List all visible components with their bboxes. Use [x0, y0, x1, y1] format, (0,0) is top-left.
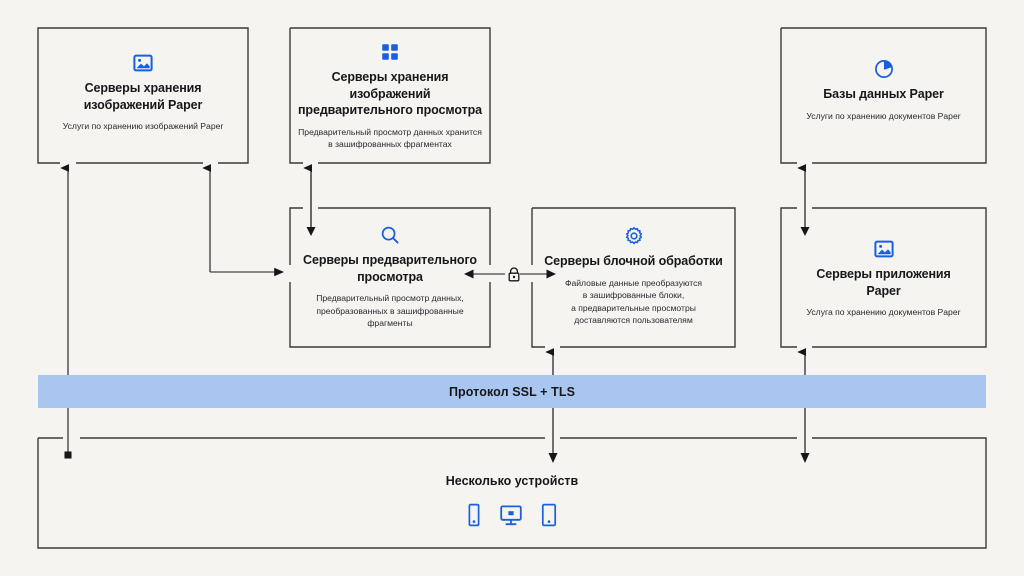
desktop-icon: [499, 503, 523, 527]
devices-title: Несколько устройств: [445, 474, 579, 488]
node-description: Предварительный просмотр данных хранится…: [290, 126, 490, 151]
node-title: Серверы предварительного просмотра: [290, 252, 490, 285]
node-title: Базы данных Paper: [781, 86, 986, 103]
gear-icon: [532, 226, 735, 246]
title-line: просмотра: [357, 269, 423, 284]
desc-line: доставляются пользователям: [574, 314, 693, 325]
node-preview-servers[interactable]: Серверы предварительного просмотра Предв…: [290, 208, 490, 347]
pie-chart-icon: [781, 59, 986, 79]
title-line: предварительного просмотра: [297, 103, 483, 118]
ssl-tls-band: Протокол SSL + TLS: [38, 375, 986, 408]
node-title: Серверы хранения изображений Paper: [38, 80, 248, 113]
lock-icon: [506, 266, 522, 283]
node-description: Услуги по хранению изображений Paper: [38, 120, 248, 132]
node-image-storage-servers[interactable]: Серверы хранения изображений Paper Услуг…: [38, 28, 248, 163]
node-title: Серверы хранения изображений предварител…: [290, 69, 490, 119]
title-line: Серверы хранения: [331, 70, 449, 84]
node-title: Серверы блочной обработки: [532, 253, 735, 270]
title-line: изображений: [349, 86, 431, 101]
desc-line: в зашифрованные блоки,: [582, 290, 685, 301]
desc-line: Услуги по хранению изображений Paper: [62, 121, 224, 132]
desc-line: Предварительный просмотр данных,: [316, 293, 464, 304]
title-line: Базы данных Paper: [823, 87, 944, 101]
grid-icon: [290, 42, 490, 62]
node-paper-application-servers[interactable]: Серверы приложения Paper Услуга по хране…: [781, 208, 986, 347]
node-description: Файловые данные преобразуются в зашифров…: [532, 277, 735, 327]
desc-line: фрагменты: [367, 318, 413, 329]
title-line: Серверы предварительного: [303, 253, 477, 267]
title-line: Серверы хранения: [84, 81, 202, 95]
node-description: Услуги по хранению документов Paper: [781, 110, 986, 122]
desc-line: а предварительные просмотры: [571, 302, 696, 313]
node-description: Услуга по хранению документов Paper: [781, 306, 986, 318]
title-line: изображений Paper: [83, 97, 203, 112]
tablet-icon: [540, 503, 558, 527]
node-block-processing-servers[interactable]: Серверы блочной обработки Файловые данны…: [532, 208, 735, 347]
phone-icon: [466, 503, 482, 527]
desc-line: Файловые данные преобразуются: [564, 277, 703, 288]
desc-line: Услуга по хранению документов Paper: [806, 307, 961, 318]
image-icon: [38, 53, 248, 73]
node-paper-databases[interactable]: Базы данных Paper Услуги по хранению док…: [781, 28, 986, 163]
desc-line: Предварительный просмотр данных хранится: [298, 126, 482, 137]
devices-row: [0, 503, 1024, 527]
node-preview-image-storage-servers[interactable]: Серверы хранения изображений предварител…: [290, 28, 490, 163]
search-icon: [290, 225, 490, 245]
title-line: Серверы блочной обработки: [544, 254, 723, 268]
title-line: Серверы приложения: [816, 267, 951, 281]
node-title: Серверы приложения Paper: [781, 266, 986, 299]
desc-line: Услуги по хранению документов Paper: [806, 110, 961, 121]
image-icon: [781, 239, 986, 259]
title-line: Paper: [866, 283, 901, 298]
node-description: Предварительный просмотр данных, преобра…: [290, 292, 490, 329]
ssl-tls-label: Протокол SSL + TLS: [448, 384, 576, 399]
desc-line: преобразованных в зашифрованные: [316, 305, 464, 316]
desc-line: в зашифрованных фрагментах: [328, 139, 452, 150]
